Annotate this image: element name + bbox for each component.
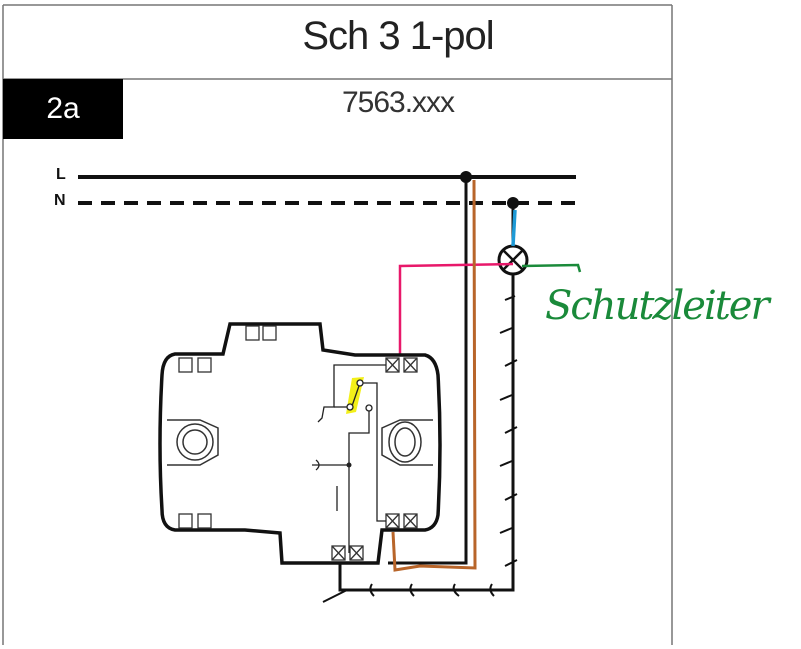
diagram-id-badge: 2a [3,79,123,139]
earth-wire [338,274,515,592]
lamp-icon [497,244,529,276]
switch-insert-outline [158,322,442,565]
article-number: 7563.xxx [341,86,455,119]
handwritten-annotation: Schutzleiter [545,283,770,329]
earth-hatch-marks [322,295,518,603]
terminals [178,325,418,561]
label-L: L [56,166,66,183]
junction-internal [346,462,352,468]
phase-wire [388,177,468,565]
switch-contact-icon [312,364,386,553]
phase-wire-brown [391,179,477,572]
neutral-wire-blue [511,209,517,247]
label-N: N [54,192,66,209]
earth-wire-green [521,263,582,273]
mounting-screws [167,419,433,466]
page-title: Sch 3 1-pol [302,14,494,58]
